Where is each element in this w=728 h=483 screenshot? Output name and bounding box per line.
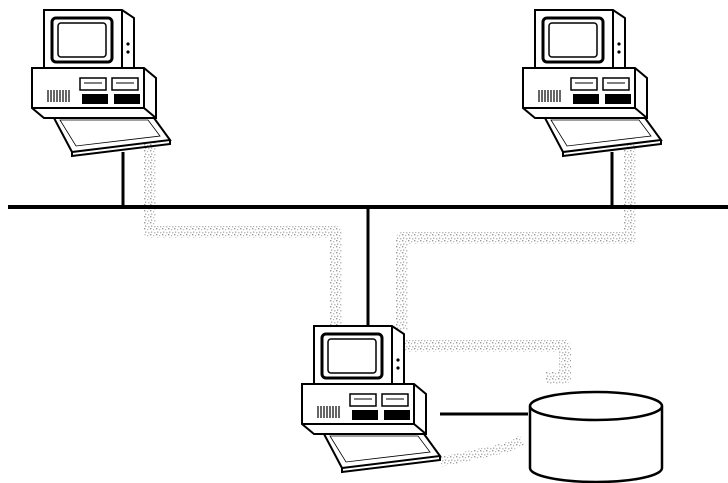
- data-path-disk-lower: [438, 435, 525, 467]
- data-path-disk: [402, 340, 571, 384]
- data-path-left: [144, 116, 342, 330]
- workstation-top-left: [30, 8, 172, 158]
- workstation-top-right: [521, 8, 663, 158]
- disk-storage: [528, 390, 664, 483]
- data-path-right: [396, 116, 636, 330]
